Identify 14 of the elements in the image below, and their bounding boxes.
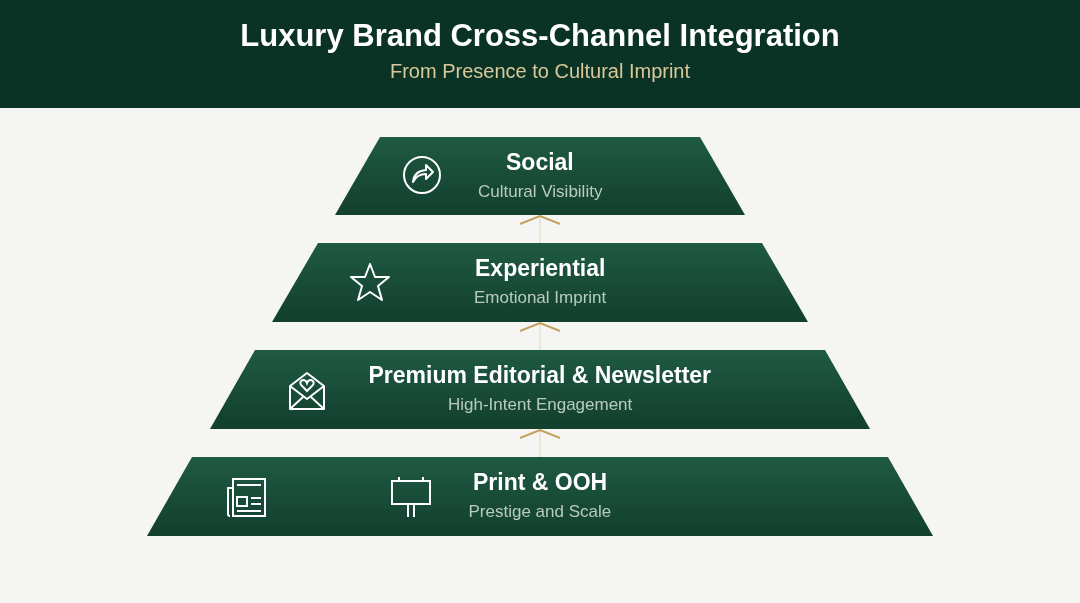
- tier-title: Premium Editorial & Newsletter: [368, 362, 712, 389]
- tier-subtitle: High-Intent Engagement: [448, 395, 633, 415]
- pyramid-tier: [335, 137, 745, 215]
- tier-title: Experiential: [475, 255, 606, 282]
- tier-subtitle: Emotional Imprint: [474, 288, 607, 308]
- tier-subtitle: Prestige and Scale: [468, 502, 612, 522]
- pyramid-tier: [272, 243, 808, 322]
- subtitle: From Presence to Cultural Imprint: [388, 60, 692, 83]
- pyramid-tier: [210, 350, 870, 429]
- pyramid-tier: [147, 457, 933, 536]
- tier-subtitle: Cultural Visibility: [478, 182, 603, 202]
- tier-title: Print & OOH: [473, 469, 608, 496]
- title: Luxury Brand Cross-Channel Integration: [240, 18, 840, 54]
- tier-title: Social: [506, 149, 574, 176]
